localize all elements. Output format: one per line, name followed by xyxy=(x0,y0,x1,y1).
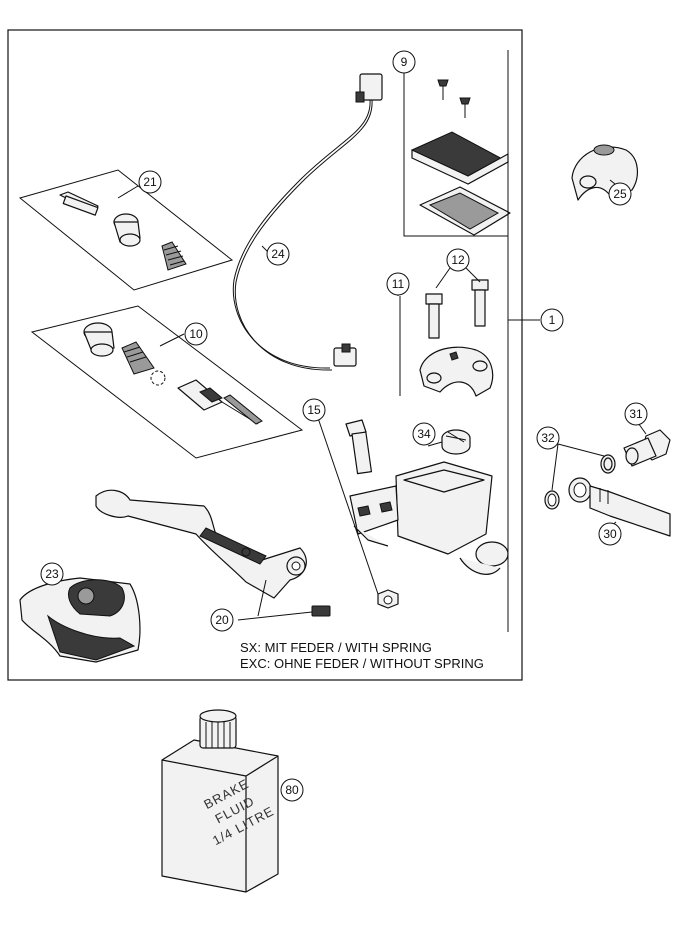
callout-24: 24 xyxy=(266,242,290,266)
callout-11-label: 11 xyxy=(392,277,405,291)
callout-15: 15 xyxy=(302,398,326,422)
brake-switch-cable-24 xyxy=(232,73,383,371)
callout-9: 9 xyxy=(392,50,416,74)
clamp-bolts-11-12 xyxy=(399,279,494,397)
callout-80: 80 xyxy=(280,778,304,802)
kit-21-tray xyxy=(18,169,234,291)
callout-30: 30 xyxy=(598,522,622,546)
callout-34: 34 xyxy=(412,422,436,446)
callout-23: 23 xyxy=(40,562,64,586)
callout-10-label: 10 xyxy=(189,327,203,341)
cap-34 xyxy=(441,429,471,455)
callout-15-label: 15 xyxy=(307,403,321,417)
callout-12: 12 xyxy=(446,248,470,272)
callout-10: 10 xyxy=(184,322,208,346)
note-sx: SX: MIT FEDER / WITH SPRING xyxy=(240,640,432,655)
callout-24-label: 24 xyxy=(271,247,285,261)
callout-11: 11 xyxy=(386,272,410,296)
callout-12-label: 12 xyxy=(451,253,465,267)
pivot-pin-15 xyxy=(317,417,399,609)
callout-9-label: 9 xyxy=(401,55,408,69)
diagram-frame xyxy=(7,29,523,681)
callout-32-label: 32 xyxy=(541,431,555,445)
callout-80-label: 80 xyxy=(285,783,299,797)
callout-1: 1 xyxy=(540,308,564,332)
brake-fluid-can xyxy=(161,709,279,893)
callout-32: 32 xyxy=(536,426,560,450)
reservoir-cap-kit-9 xyxy=(403,72,511,237)
callout-23-label: 23 xyxy=(45,567,59,581)
callout-25: 25 xyxy=(608,182,632,206)
callout-1-label: 1 xyxy=(549,313,556,327)
callout-20-label: 20 xyxy=(215,613,229,627)
leader-lines xyxy=(117,179,647,533)
brake-hose-assembly xyxy=(544,429,671,537)
callout-21: 21 xyxy=(138,170,162,194)
callout-21-label: 21 xyxy=(143,175,157,189)
callout-31-label: 31 xyxy=(629,407,643,421)
brake-lever-20 xyxy=(95,489,331,621)
master-cylinder xyxy=(349,461,509,575)
callout-30-label: 30 xyxy=(603,527,617,541)
note-exc: EXC: OHNE FEDER / WITHOUT SPRING xyxy=(240,656,484,671)
callout-34-label: 34 xyxy=(417,427,431,441)
callout-25-label: 25 xyxy=(613,187,627,201)
kit-10-tray xyxy=(30,305,304,459)
lever-guard-23 xyxy=(19,577,141,663)
callout-20: 20 xyxy=(210,608,234,632)
callout-31: 31 xyxy=(624,402,648,426)
